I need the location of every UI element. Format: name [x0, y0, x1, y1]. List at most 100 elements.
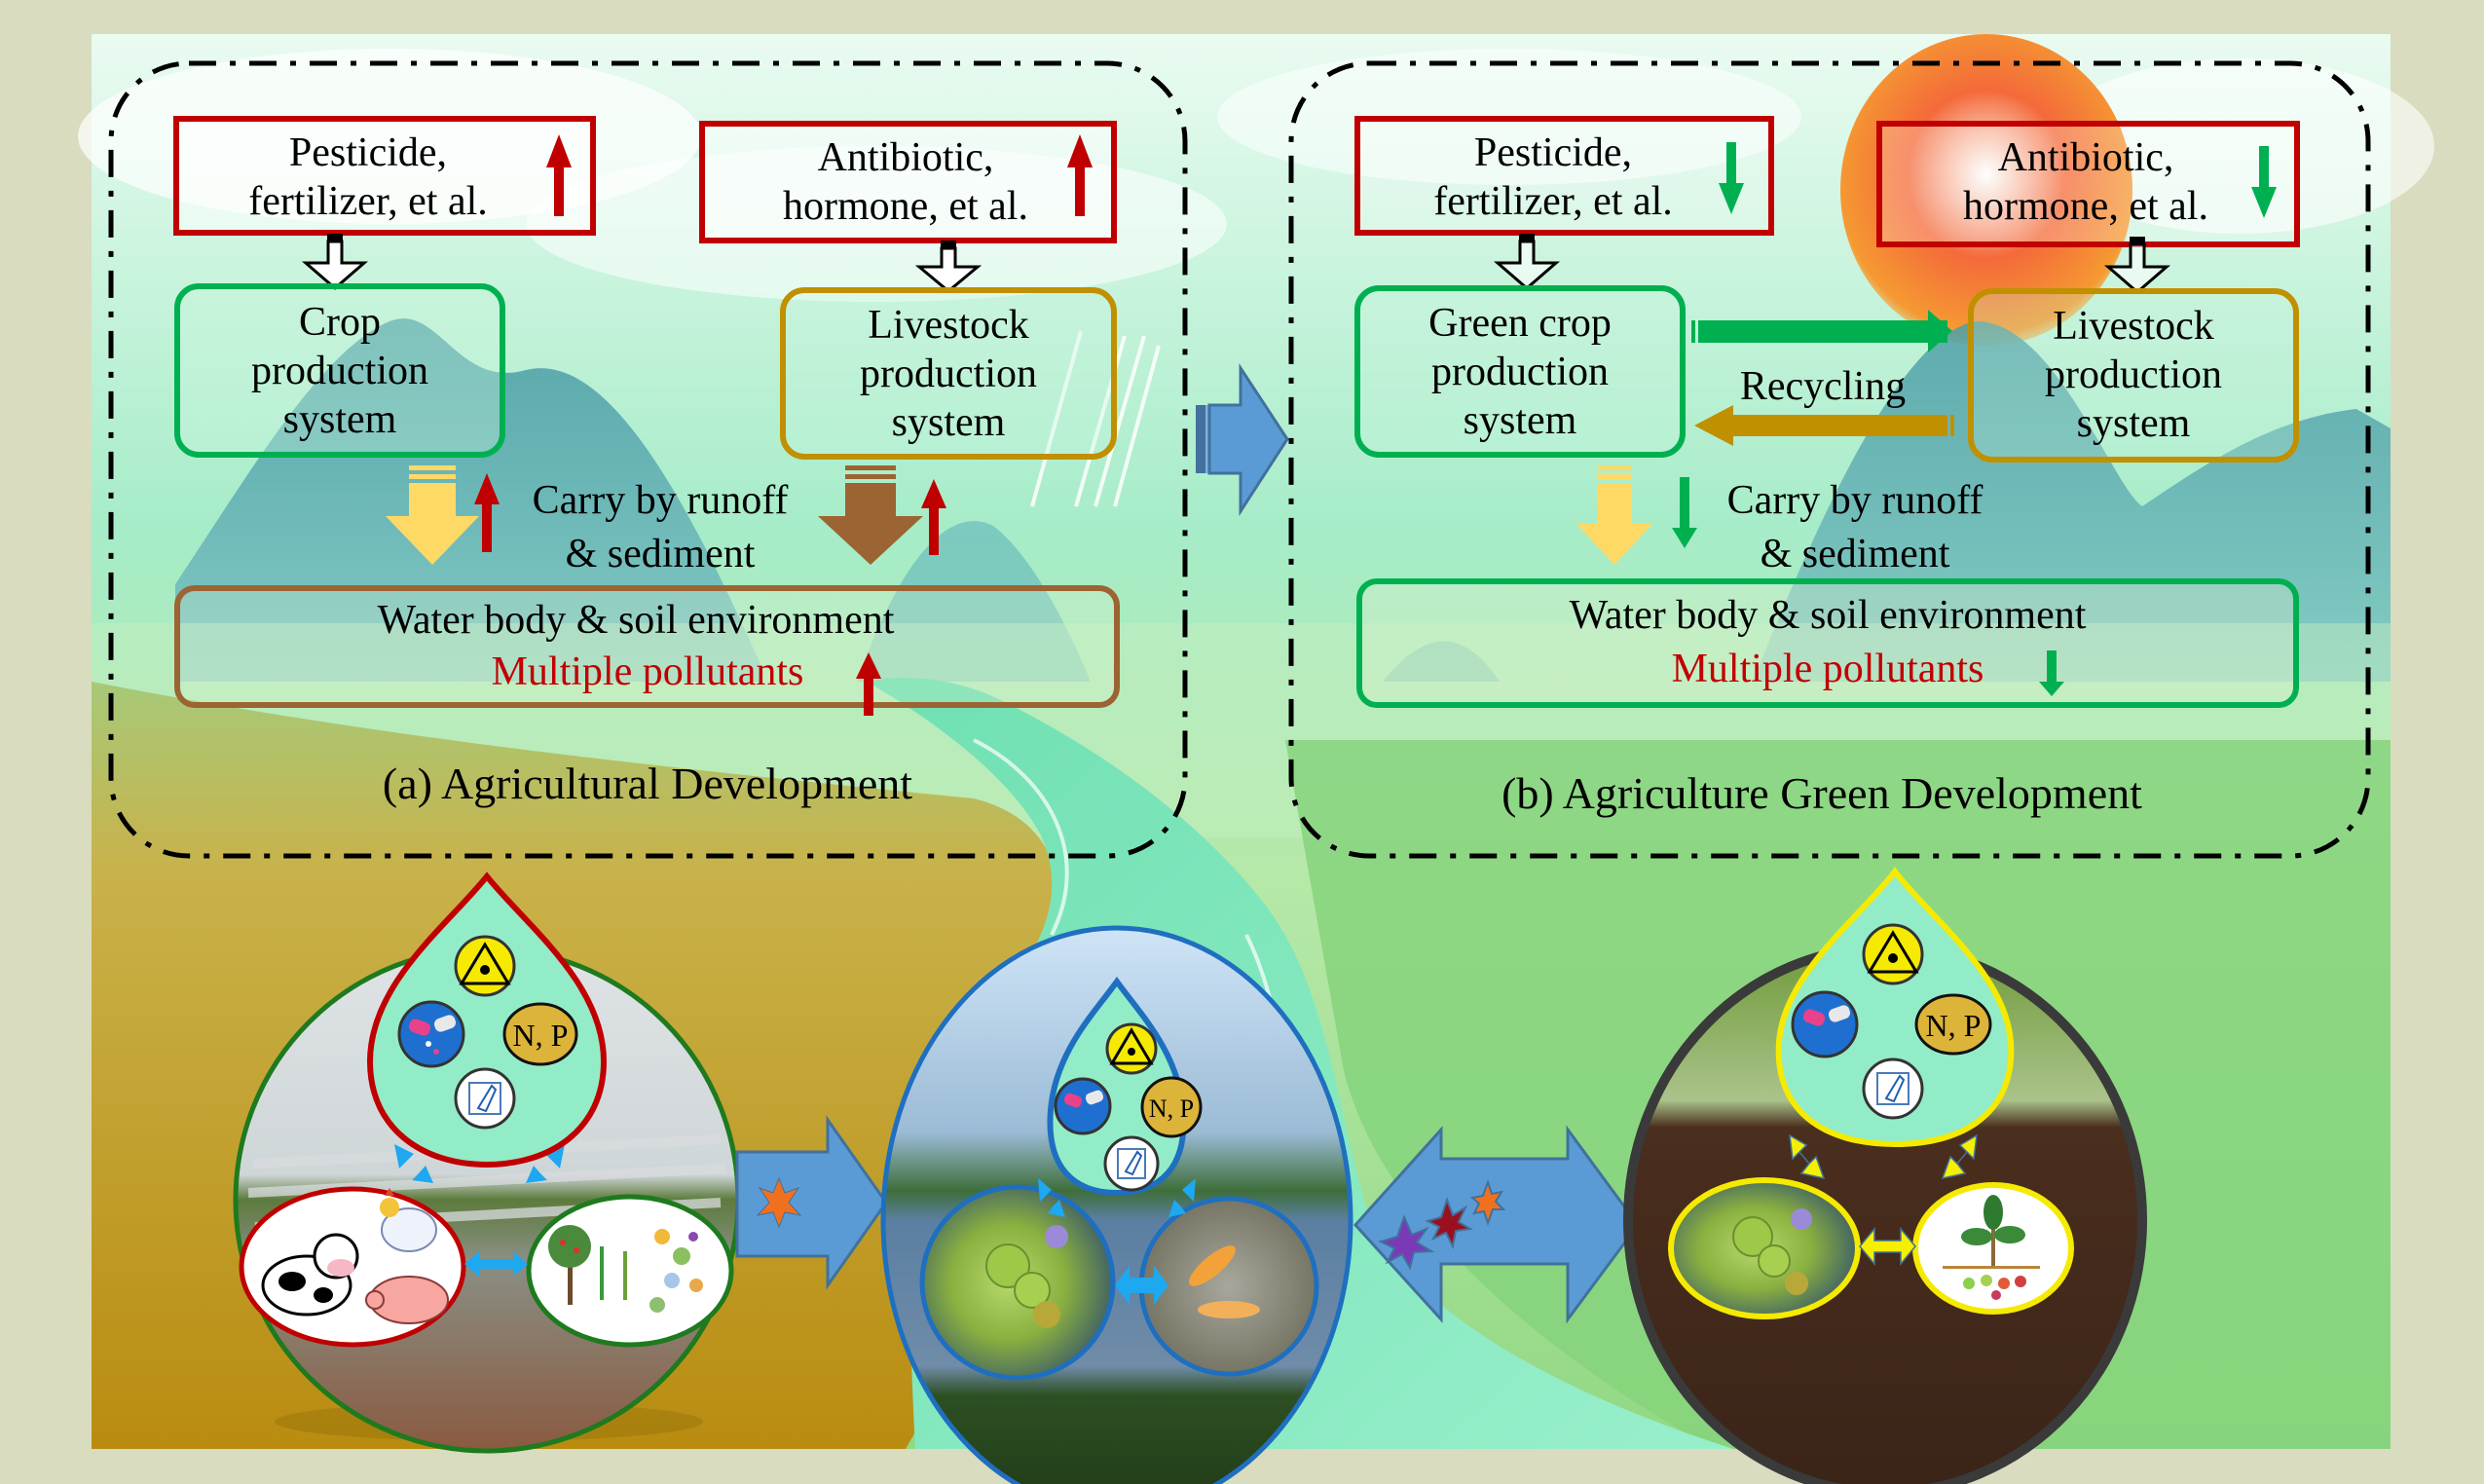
- input-antibiotic-line1: Antibiotic,: [1998, 135, 2174, 180]
- bidirectional-arrow-icon: [1038, 1178, 1196, 1305]
- hollow-down-arrow-icon: [914, 241, 982, 293]
- crop-system-line1: Crop: [299, 300, 381, 345]
- pig-icon: [365, 1276, 449, 1324]
- transport-label-line1: Carry by runoff: [533, 478, 789, 523]
- antibiotic-pills-icon: [1791, 990, 1859, 1058]
- corn-icon: [600, 1246, 627, 1300]
- recycling-arrow-right: [1691, 310, 1952, 352]
- nutrient-np-icon: N, P: [502, 1002, 578, 1066]
- hollow-down-arrow-icon: [2103, 237, 2171, 294]
- livestock-system-line1: Livestock: [2053, 304, 2214, 349]
- input-antibiotic-box: Antibiotic, hormone, et al.: [699, 121, 1117, 243]
- microorganisms-inset: [919, 1184, 1116, 1381]
- panel-agricultural-development: Pesticide, fertilizer, et al. Antibiotic…: [108, 60, 1188, 859]
- mountain: [1753, 321, 2391, 682]
- hollow-down-arrow-icon: [1493, 234, 1561, 290]
- down-arrow-icon: [2251, 146, 2277, 218]
- input-antibiotic-line2: hormone, et al.: [1963, 184, 2208, 229]
- up-arrow-icon: [546, 134, 572, 216]
- mountain: [857, 521, 1091, 682]
- np-label: N, P: [1926, 1008, 1982, 1043]
- input-antibiotic-line2: hormone, et al.: [783, 184, 1028, 229]
- flow-arrow-icon: [735, 1115, 888, 1290]
- livestock-production-system-box: Livestock production system: [1968, 288, 2299, 463]
- runoff-arrow-livestock: [818, 465, 923, 565]
- pollutant-drop: N, P: [366, 872, 608, 1169]
- crop-system-line3: system: [1464, 398, 1577, 443]
- sun: [1840, 34, 2132, 346]
- livestock-system-line2: production: [860, 352, 1037, 396]
- transport-label-line1: Carry by runoff: [1727, 478, 1983, 523]
- nutrient-balls-icon: [1963, 1275, 2026, 1300]
- transition-arrow-icon: [1196, 362, 1289, 517]
- livestock-system-line2: production: [2045, 352, 2222, 397]
- crop-system-line2: production: [1431, 350, 1609, 394]
- hollow-down-arrow-icon: [301, 234, 369, 290]
- transport-label-line2: & sediment: [1761, 532, 1950, 576]
- panel-b-dashed-border: [1288, 60, 2371, 859]
- chicken-icon: [380, 1188, 437, 1252]
- pollutant-drop: N, P: [1775, 867, 2015, 1148]
- runoff-arrow-crop: [1576, 465, 1652, 565]
- panel-a-dashed-border: [108, 60, 1188, 859]
- transport-label-line2: & sediment: [566, 532, 756, 576]
- bidirectional-arrow-icon: [394, 1144, 565, 1277]
- up-arrow-icon: [474, 473, 500, 552]
- down-arrow-icon: [2039, 650, 2064, 696]
- crop-production-system-box: Crop production system: [174, 283, 505, 458]
- recycling-arrow-left: [1694, 405, 1954, 446]
- input-antibiotic-line1: Antibiotic,: [818, 135, 994, 180]
- runoff-arrow-crop: [386, 465, 479, 565]
- input-pesticide-line1: Pesticide,: [1474, 130, 1632, 175]
- river-highlight: [973, 738, 1069, 936]
- pollutant-drop: N, P: [1047, 976, 1203, 1197]
- plant-nutrients-inset: [1912, 1182, 2074, 1315]
- plastic-bottle-icon: [454, 1067, 516, 1130]
- input-pesticide-line2: fertilizer, et al.: [248, 179, 488, 224]
- toxic-hazard-icon: [454, 935, 516, 997]
- antibiotic-pills-icon: [397, 1000, 465, 1068]
- tree-icon: [548, 1225, 591, 1305]
- vegetables-icon: [649, 1229, 703, 1313]
- np-label: N, P: [1149, 1094, 1194, 1123]
- environment-box: Water body & soil environment Multiple p…: [174, 585, 1120, 716]
- nutrient-np-icon: N, P: [1914, 993, 1992, 1056]
- scene-water-body: N, P: [880, 925, 1353, 1484]
- input-pesticide-line1: Pesticide,: [289, 130, 447, 175]
- plant-icon: [1961, 1195, 2025, 1266]
- environment-line1: Water body & soil environment: [1570, 593, 2087, 638]
- livestock-inset: [239, 1186, 466, 1348]
- fish-icon: [1198, 1301, 1260, 1318]
- pollutants-label: Multiple pollutants: [492, 649, 804, 694]
- plastic-bottle-icon: [1103, 1135, 1160, 1192]
- np-label: N, P: [513, 1018, 569, 1053]
- microorganisms-inset: [1668, 1177, 1861, 1319]
- pollutants-label: Multiple pollutants: [1672, 647, 1984, 691]
- panel-a-caption: (a) Agricultural Development: [383, 759, 912, 808]
- livestock-production-system-box: Livestock production system: [780, 287, 1117, 460]
- scene-farmland: N, P: [233, 872, 741, 1454]
- panel-agriculture-green-development: Pesticide, fertilizer, et al. Antibiotic…: [1288, 60, 2371, 859]
- fish-icon: [1189, 1245, 1236, 1286]
- crop-system-line3: system: [283, 397, 397, 442]
- pollutant-burst-icon: [1378, 1214, 1435, 1271]
- panel-b-caption: (b) Agriculture Green Development: [1502, 768, 2142, 818]
- livestock-system-line3: system: [2077, 401, 2191, 446]
- crop-system-line1: Green crop: [1428, 301, 1612, 346]
- pollutant-burst-icon: [756, 1176, 802, 1229]
- up-arrow-icon: [921, 479, 946, 555]
- crop-system-line2: production: [251, 349, 428, 393]
- mountain: [1383, 641, 1500, 682]
- plastic-bottle-icon: [1862, 1057, 1924, 1120]
- cloud: [2045, 58, 2434, 234]
- antibiotic-pills-icon: [1054, 1077, 1112, 1135]
- down-arrow-icon: [1719, 142, 1744, 214]
- livestock-system-line3: system: [892, 400, 1006, 445]
- input-pesticide-box: Pesticide, fertilizer, et al.: [1354, 116, 1774, 236]
- down-arrow-icon: [1672, 477, 1697, 548]
- toxic-hazard-icon: [1105, 1022, 1158, 1075]
- toxic-hazard-icon: [1862, 923, 1924, 985]
- recycling-label: Recycling: [1740, 364, 1906, 409]
- pollutant-burst-icon: [1425, 1197, 1474, 1250]
